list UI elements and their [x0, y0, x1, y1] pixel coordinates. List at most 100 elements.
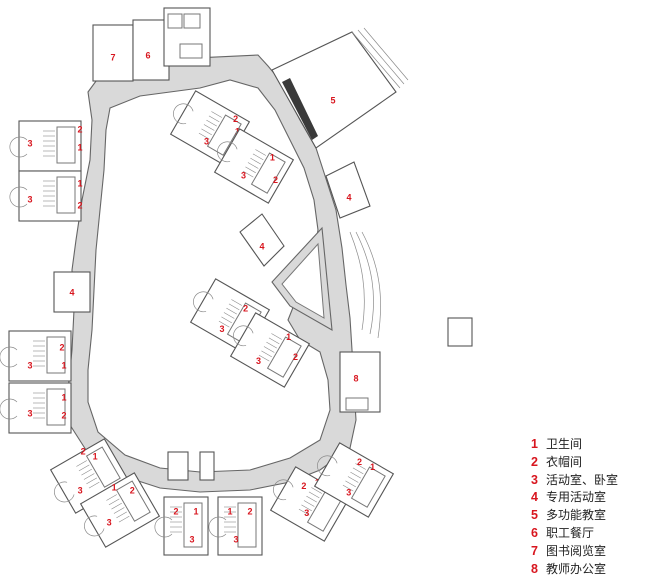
- legend-number: 8: [531, 561, 538, 576]
- unit-room-label: 1: [286, 332, 291, 342]
- unit-bay-window: [9, 136, 28, 158]
- small-pavilion: [447, 317, 473, 347]
- unit-fixture-line: [223, 312, 235, 319]
- unit-room-label: 2: [357, 457, 362, 467]
- legend-number: 7: [531, 543, 538, 558]
- classroom-units: 2311322311322131232131232131232131232132…: [0, 90, 395, 556]
- room-staff-dining: 6: [132, 19, 170, 81]
- canopy-line-2: [355, 231, 374, 335]
- legend-label: 图书阅览室: [546, 543, 607, 558]
- unit-wet-core: [56, 176, 76, 214]
- room-multipurpose: 5: [271, 27, 409, 149]
- legend-item-3: 3 活动室、卧室: [531, 472, 643, 490]
- unit-fixture-line: [342, 484, 354, 492]
- legend-label: 活动室、卧室: [546, 472, 619, 487]
- unit-room-label: 1: [93, 451, 98, 461]
- room-multipurpose-label: 5: [330, 95, 335, 105]
- legend-number: 2: [531, 454, 538, 469]
- unit-fixture-line: [203, 124, 215, 131]
- unit-fixture-line: [352, 467, 364, 475]
- unit-fixture-line: [247, 162, 259, 169]
- unit-room-label: 2: [173, 506, 178, 516]
- room-special-activity-center: 4: [239, 213, 285, 267]
- unit-room-label: 1: [77, 178, 82, 188]
- unit-bay-window: [317, 455, 338, 477]
- unit-room-label: 1: [61, 392, 66, 402]
- unit-bay-window: [273, 479, 294, 501]
- unit-fixture-line: [255, 149, 266, 156]
- unit-room-label: 1: [77, 142, 82, 152]
- unit-fixture-line: [261, 350, 272, 358]
- unit-fixture-line: [88, 481, 100, 489]
- unit-fixture-line: [111, 502, 122, 510]
- unit-bottom-mid-a: 2 1 3: [154, 496, 209, 556]
- unit-room-label: 2: [130, 486, 135, 496]
- unit-fixture-line: [108, 498, 120, 506]
- unit-bay-window: [84, 515, 105, 537]
- unit-upper-b: 123: [213, 128, 295, 204]
- unit-room-label: 2: [301, 481, 306, 491]
- unit-room-label: 2: [243, 303, 248, 313]
- legend-number: 3: [531, 472, 538, 487]
- unit-room-label: 2: [81, 447, 86, 457]
- legend-label: 教师办公室: [546, 561, 607, 576]
- unit-room-label: 3: [27, 408, 32, 418]
- unit-fixture-line: [206, 119, 217, 127]
- legend-item-7: 7 图书阅览室: [531, 543, 643, 561]
- unit-fixture-line: [118, 515, 130, 523]
- unit-fixture-line: [86, 477, 97, 485]
- unit-room-label: 2: [273, 175, 278, 185]
- unit-bay-window: [0, 346, 18, 368]
- unit-wet-core: [115, 480, 151, 522]
- unit-room-label: 2: [77, 200, 82, 210]
- unit-fixture-line: [263, 346, 275, 353]
- unit-fixture-line: [308, 491, 320, 499]
- legend-number: 6: [531, 525, 538, 540]
- unit-bay-window: [208, 516, 227, 538]
- legend-label: 职工餐厅: [546, 525, 595, 540]
- unit-room-label: 3: [189, 534, 194, 544]
- unit-bay-window: [9, 186, 28, 208]
- unit-room-label: 1: [61, 360, 66, 370]
- unit-center-b: 123: [229, 312, 311, 388]
- legend-label: 专用活动室: [546, 490, 607, 505]
- unit-fixture-line: [208, 115, 220, 123]
- unit-fixture-line: [242, 170, 254, 178]
- unit-bay-window: [0, 398, 18, 420]
- unit-bay-window: [233, 325, 254, 347]
- unit-fixture-line: [347, 476, 359, 483]
- unit-fixture-line: [83, 473, 95, 480]
- unit-fixture-line: [268, 337, 280, 345]
- unit-room-label: 3: [27, 360, 32, 370]
- unit-fixture-line: [298, 508, 310, 516]
- unit-bay-window: [193, 291, 214, 313]
- unit-left-top-b: 132: [9, 170, 83, 222]
- legend-item-8: 8 教师办公室: [531, 561, 643, 578]
- unit-wet-core: [85, 446, 121, 488]
- unit-fixture-line: [306, 495, 317, 503]
- unit-fixture-line: [303, 500, 315, 507]
- unit-fixture-line: [221, 316, 232, 324]
- unit-room-label: 3: [78, 485, 83, 495]
- unit-room-label: 1: [112, 482, 117, 492]
- unit-bay-window: [173, 103, 194, 125]
- unit-wet-core: [46, 336, 66, 374]
- unit-fixture-line: [258, 354, 270, 362]
- unit-fixture-line: [345, 480, 356, 488]
- unit-fixture-line: [218, 320, 230, 328]
- unit-room-label: 3: [27, 138, 32, 148]
- legend-label: 卫生间: [546, 437, 583, 451]
- unit-room-label: 1: [227, 506, 232, 516]
- unit-fixture-line: [78, 464, 90, 472]
- canopy-line: [349, 231, 365, 331]
- legend-item-6: 6 职工餐厅: [531, 525, 643, 543]
- unit-room-label: 1: [193, 506, 198, 516]
- unit-room-label: 2: [77, 124, 82, 134]
- unit-left-top-a: 2 3 1: [9, 120, 83, 172]
